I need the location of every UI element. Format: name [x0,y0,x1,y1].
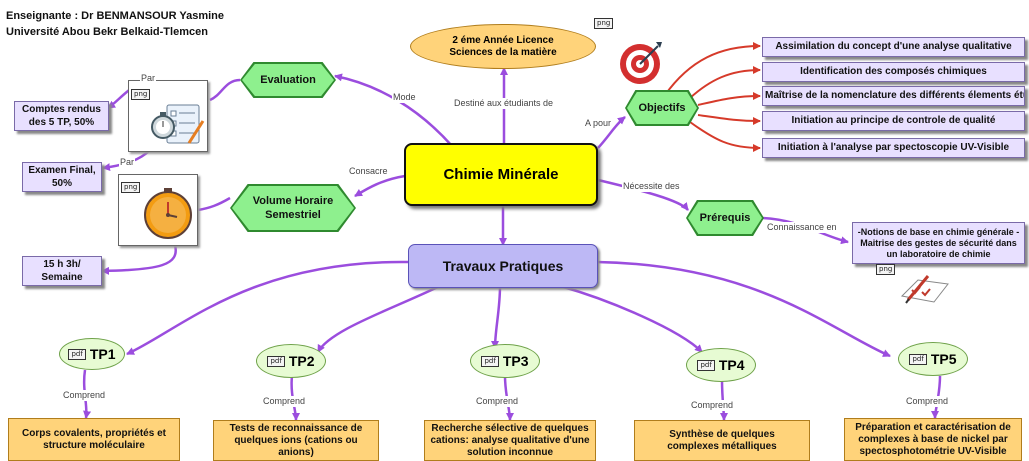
audience-label: 2 éme Année Licence Sciences de la matiè… [449,34,557,58]
png-badge[interactable]: png [876,264,896,275]
objective-item[interactable]: Initiation à l'analyse par spectoscopie … [762,138,1025,158]
audience-node[interactable]: 2 éme Année Licence Sciences de la matiè… [410,24,596,69]
tp2-node[interactable]: pdf TP2 [256,344,326,378]
tp4-node[interactable]: pdf TP4 [686,348,756,382]
tp3-description-text: Recherche sélective de quelques cations:… [430,422,590,458]
tp3-node[interactable]: pdf TP3 [470,344,540,378]
volume-horaire-node[interactable]: Volume Horaire Semestriel [230,184,356,232]
objectifs-node[interactable]: Objectifs [625,90,699,126]
tp4-description[interactable]: Synthèse de quelques complexes métalliqu… [634,420,810,461]
tp1-description[interactable]: Corps covalents, propriétés et structure… [8,418,180,461]
checklist-pen-icon [900,275,949,304]
tp5-node[interactable]: pdf TP5 [898,342,968,376]
objective-item[interactable]: Initiation au principe de controle de qu… [762,111,1025,131]
objective-item[interactable]: Identification des composés chimiques [762,62,1025,82]
prerequis-title: Prérequis [699,212,751,224]
tp2-label: TP2 [288,353,315,369]
objective-text: Initiation à l'analyse par spectoscopie … [777,142,1010,153]
target-icon [620,42,662,84]
objectifs-title: Objectifs [638,102,686,114]
prerequis-text-box[interactable]: -Notions de base en chimie générale -Mai… [852,222,1025,264]
evaluation-link-label: Mode [392,92,417,103]
clock-image-box: png [118,174,198,246]
tp3-description[interactable]: Recherche sélective de quelques cations:… [424,420,596,461]
stopwatch-checklist-icon [151,104,205,144]
tp4-label: TP4 [718,357,745,373]
volume-horaire-title: Volume Horaire Semestriel [252,195,334,221]
travaux-pratiques-node[interactable]: Travaux Pratiques [408,244,598,288]
audience-link-label: Destiné aux étudiants de [453,98,555,109]
tp1-description-text: Corps covalents, propriétés et structure… [22,427,166,451]
volume-value-box[interactable]: 15 h 3h/ Semaine [22,256,102,286]
objective-text: Initiation au principe de controle de qu… [791,115,996,126]
pdf-badge[interactable]: pdf [68,348,86,360]
tp5-description[interactable]: Préparation et caractérisation de comple… [844,418,1022,461]
tp1-label: TP1 [89,346,116,362]
comprend-label: Comprend [262,396,307,407]
png-badge[interactable]: png [594,18,614,29]
objectifs-link-label: A pour [584,118,613,129]
university-name: Université Abou Bekr Belkaid-Tlemcen [6,26,208,38]
travaux-pratiques-title: Travaux Pratiques [442,258,564,274]
tp1-node[interactable]: pdf TP1 [59,338,125,370]
evaluation-title: Evaluation [260,74,316,86]
tp2-description-text: Tests de reconnaissance de quelques ions… [229,422,363,458]
comptes-rendus-text: Comptes rendus des 5 TP, 50% [22,104,101,128]
teacher-name: Enseignante : Dr BENMANSOUR Yasmine [6,10,225,22]
objective-text: Assimilation du concept d'une analyse qu… [775,41,1012,52]
tp4-description-text: Synthèse de quelques complexes métalliqu… [667,428,777,452]
comprend-label: Comprend [62,390,107,401]
clock-icon [144,188,192,239]
par-label: Par [140,73,157,84]
comprend-label: Comprend [475,396,520,407]
objective-item[interactable]: Assimilation du concept d'une analyse qu… [762,37,1025,57]
pdf-badge[interactable]: pdf [481,355,499,367]
prerequis-node[interactable]: Prérequis [686,200,764,236]
comprend-label: Comprend [905,396,950,407]
prerequis-link-label: Nécessite des [622,181,681,192]
evaluation-node[interactable]: Evaluation [240,62,336,98]
prerequis-text: -Notions de base en chimie générale -Mai… [857,226,1020,259]
comprend-label: Comprend [690,400,735,411]
objective-item[interactable]: Maîtrise de la nomenclature des différen… [762,86,1025,106]
par-label: Par [119,157,136,168]
tp5-description-text: Préparation et caractérisation de comple… [855,421,1011,457]
pdf-badge[interactable]: pdf [697,359,715,371]
volume-link-label: Consacre [348,166,389,177]
central-title: Chimie Minérale [443,166,559,183]
png-badge[interactable]: png [131,89,151,100]
evaluation-image-box: png [128,80,208,152]
central-node[interactable]: Chimie Minérale [404,143,598,206]
pdf-badge[interactable]: pdf [267,355,285,367]
tp3-label: TP3 [502,353,529,369]
examen-final-text: Examen Final, 50% [28,165,96,189]
volume-value-text: 15 h 3h/ Semaine [41,259,83,283]
comptes-rendus-box[interactable]: Comptes rendus des 5 TP, 50% [14,101,109,131]
prerequis-link2-label: Connaissance en [766,222,838,233]
png-badge[interactable]: png [121,182,141,193]
examen-final-box[interactable]: Examen Final, 50% [22,162,102,192]
tp2-description[interactable]: Tests de reconnaissance de quelques ions… [213,420,379,461]
tp5-label: TP5 [930,351,957,367]
pdf-badge[interactable]: pdf [909,353,927,365]
objective-text: Maîtrise de la nomenclature des différen… [765,90,1025,101]
objective-text: Identification des composés chimiques [800,66,987,77]
